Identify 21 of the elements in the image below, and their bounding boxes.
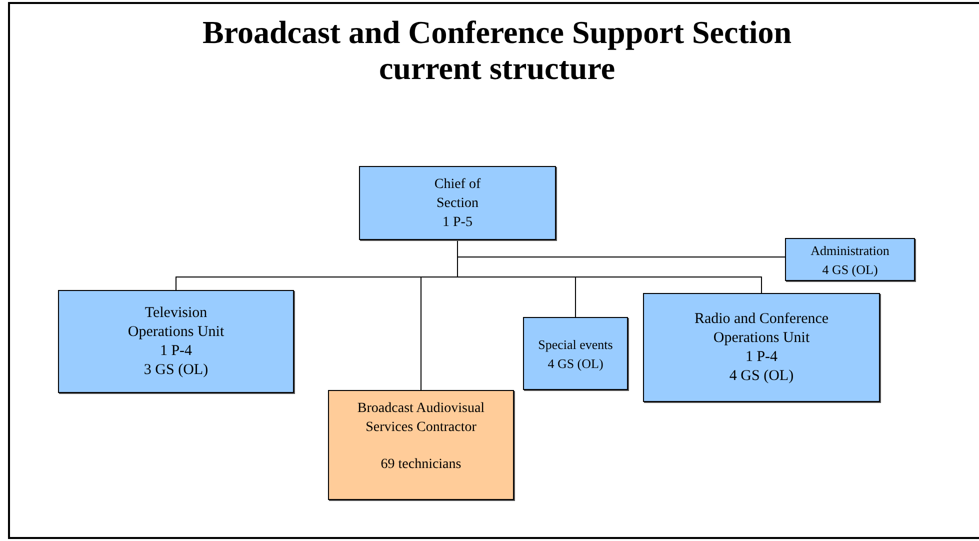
- org-box: [785, 238, 915, 281]
- box-text: 1 P-4: [160, 342, 192, 360]
- box-text: Special events: [538, 336, 613, 354]
- org-box: [359, 166, 556, 240]
- box-text: Administration: [810, 242, 890, 260]
- org-box: [523, 317, 628, 390]
- box-text: Broadcast Audiovisual Services Contractor: [356, 400, 486, 437]
- box-text: 3 GS (OL): [144, 360, 208, 380]
- box-text: 1 P-5: [442, 214, 472, 232]
- box-text: Radio and Conference Operations Unit: [693, 310, 830, 348]
- org-box: [58, 290, 294, 393]
- box-text: Television Operations Unit: [126, 304, 226, 342]
- box-text: 69 technicians: [380, 456, 462, 474]
- box-text: 4 GS (OL): [822, 260, 878, 278]
- box-text: Chief of Section: [433, 176, 482, 212]
- org-box: [643, 293, 880, 402]
- box-text: 1 P-4: [745, 348, 778, 366]
- box-text: 4 GS (OL): [729, 366, 794, 386]
- title: Broadcast and Conference Support Section current structure: [201, 14, 793, 86]
- org-box: [328, 390, 514, 500]
- box-text: 4 GS (OL): [548, 354, 604, 372]
